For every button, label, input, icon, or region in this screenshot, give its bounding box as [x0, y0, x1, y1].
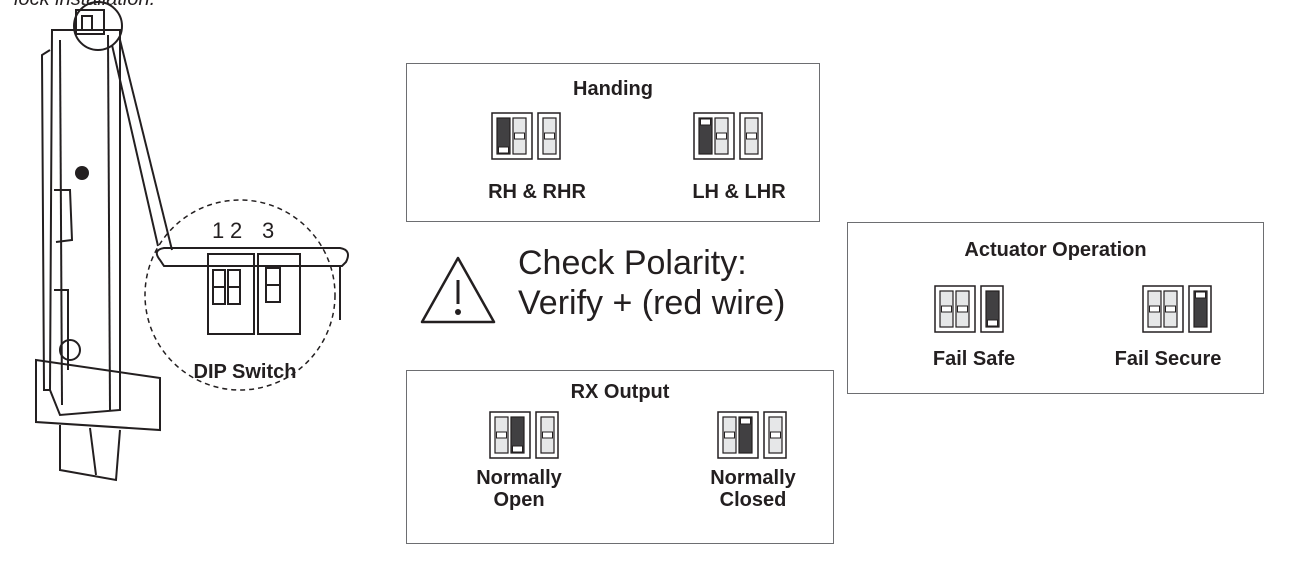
handing-panel: Handing RH & RHR LH & LHR — [406, 63, 820, 222]
dip-lever-1 — [496, 117, 511, 155]
dip-lever-3 — [540, 416, 555, 454]
rx-label-closed: Normally Closed — [683, 467, 823, 511]
dip-lever-3 — [985, 290, 1000, 328]
dip-switch-label: DIP Switch — [194, 361, 297, 383]
rx-label-closed-line1: Normally — [710, 467, 796, 489]
handing-label-lh: LH & LHR — [692, 181, 786, 203]
warning-text: Check Polarity: Verify + (red wire) — [518, 243, 785, 323]
dip-lever-2 — [738, 416, 753, 454]
dip-lever-3 — [1193, 290, 1208, 328]
handing-switch-lh — [693, 112, 763, 160]
dip-number-2: 2 — [230, 218, 242, 243]
warning-triangle-icon — [420, 256, 496, 324]
dip-lever-1 — [939, 290, 954, 328]
dip-number-3: 3 — [262, 218, 274, 243]
rx-label-open-line1: Normally — [476, 467, 562, 489]
dip-number-1: 1 — [212, 218, 224, 243]
rx-label-open: Normally Open — [459, 467, 579, 511]
dip-lever-2 — [955, 290, 970, 328]
dip-lever-2 — [1163, 290, 1178, 328]
dip-lever-2 — [714, 117, 729, 155]
rx-switch-open — [489, 411, 559, 459]
warning-line-1: Check Polarity: — [518, 244, 747, 282]
rx-output-panel: RX Output Normally Open Normally Closed — [406, 370, 834, 544]
actuator-panel: Actuator Operation Fail Safe Fail Secure — [847, 222, 1264, 394]
warning-line-2: Verify + (red wire) — [518, 284, 786, 322]
dip-lever-3 — [744, 117, 759, 155]
dip-lever-3 — [768, 416, 783, 454]
rx-label-closed-line2: Closed — [719, 489, 787, 511]
dip-lever-1 — [698, 117, 713, 155]
dip-lever-2 — [510, 416, 525, 454]
actuator-switch-fail-safe — [934, 285, 1004, 333]
dip-lever-1 — [494, 416, 509, 454]
dip-lever-1 — [1147, 290, 1162, 328]
rx-switch-closed — [717, 411, 787, 459]
dip-lever-3 — [542, 117, 557, 155]
handing-label-rh: RH & RHR — [488, 181, 586, 203]
actuator-title: Actuator Operation — [964, 239, 1147, 261]
dip-lever-1 — [722, 416, 737, 454]
actuator-label-fail-secure: Fail Secure — [1114, 348, 1222, 370]
dip-lever-2 — [512, 117, 527, 155]
rx-output-title: RX Output — [570, 381, 670, 403]
rx-label-open-line2: Open — [493, 489, 545, 511]
actuator-switch-fail-secure — [1142, 285, 1212, 333]
handing-switch-rh — [491, 112, 561, 160]
handing-title: Handing — [573, 78, 653, 100]
lock-illustration: 1 2 3 DIP Switch — [35, 1, 349, 482]
actuator-label-fail-safe: Fail Safe — [932, 348, 1016, 370]
